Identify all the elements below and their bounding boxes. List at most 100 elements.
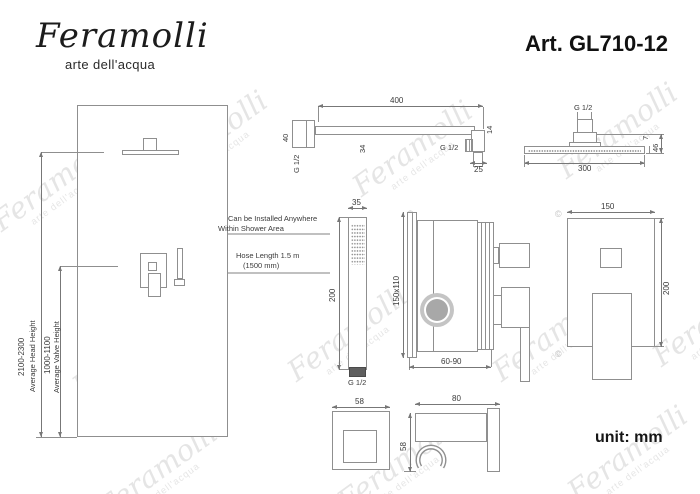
arm-length-label: 400 [390,96,404,105]
wand-length-label: 200 [328,288,337,302]
arm-flange-size-label: 40 [281,133,290,142]
holder-width-dimension-line [415,402,500,406]
trim-lever-handle [592,293,632,380]
wand-thread-label: G 1/2 [348,378,367,387]
holder-height-dimension-line [408,413,412,472]
arm-thread-label: G 1/2 [292,154,301,173]
escutcheon-size-dimension-line [332,405,390,409]
unit-label: unit: mm [595,429,663,446]
article-number: Art. GL710-12 [524,31,668,56]
valve-body [417,220,478,352]
wand-width-dimension-line [348,206,367,210]
trim-width-dimension-line [567,210,655,214]
wand-inlet-fitting [349,367,366,377]
head-thickness-dimension-line [649,146,650,153]
holder-width-label: 80 [452,394,461,403]
valve-height-text-label: Average Valve Height [52,321,61,393]
arm-end-offset-label: 25 [474,165,483,174]
note-hose-length-line1: Hose Length 1.5 m [236,251,300,260]
valve-height-reference-line [60,266,118,267]
lever-body-side [501,287,530,328]
extension-line [318,107,319,122]
brand-tagline: arte dell'acqua [65,57,156,72]
extension-line [577,112,578,120]
holder-clip-arc-inner [416,446,446,468]
valve-height-dimension-line [58,266,62,437]
arm-mid-dimension-label: 34 [358,144,367,153]
diverter-button-on-wall [148,262,157,271]
head-height-text-label: Average Head Height [28,320,37,392]
arm-threaded-fitting [465,139,473,152]
valve-body-seam-line [433,220,434,352]
head-height-label: 46 [651,143,660,152]
extension-line [483,107,484,129]
extension-line [597,134,664,135]
extension-line [646,153,664,154]
head-height-range-label: 2100-2300 [17,337,26,376]
arm-elbow [471,130,485,152]
diverter-stem [493,247,499,264]
wand-length-dimension-line [337,217,341,370]
hand-shower-on-wall [177,248,183,279]
head-thread-label: G 1/2 [574,103,593,112]
copyright-mark: © [555,209,562,219]
valve-bracket-detail-line [412,212,413,358]
copyright-mark: © [555,349,562,359]
extension-line [644,155,645,167]
valve-height-range-label: 1000-1100 [43,336,52,374]
head-thickness-label: 7 [641,135,650,140]
head-width-dimension-line [524,161,645,165]
head-height-dimension-line [659,134,663,153]
hand-shower-bracket [174,279,185,286]
head-height-reference-line [41,152,104,153]
valve-knob [426,299,448,321]
wand-spray-face [351,224,365,265]
head-width-label: 300 [578,164,592,173]
extension-line [339,217,348,218]
valve-depth-label: 60-90 [441,357,462,366]
extension-line [491,350,492,367]
valve-cartridge-line [489,222,490,350]
arm-end-offset-dimension-line [470,161,487,165]
extension-line [409,358,410,370]
valve-plate-size-label: 150x110 [392,275,401,306]
floor-reference-line [36,437,77,438]
arm-flange-detail-line [306,120,307,148]
note-hose-length-line2: (1500 mm) [243,261,280,270]
extension-line [524,155,525,167]
head-nozzle-row [528,149,641,153]
arm-bar [315,126,475,135]
valve-depth-dimension-line [409,365,491,369]
arm-length-dimension-line [318,104,483,108]
holder-wall-plate [487,408,500,472]
arm-wall-flange [292,120,315,148]
brand-logo: Feramolli [36,16,209,56]
escutcheon-inner-square [343,430,377,463]
head-inlet-neck [577,119,593,133]
holder-arm [415,413,487,442]
trim-width-label: 150 [601,202,615,211]
diverter-button-side [499,243,530,268]
valve-plate-dimension-line [401,212,405,358]
lever-handle-bar [520,327,530,382]
head-height-dimension-line [39,152,43,437]
extension-line [339,369,348,370]
valve-cartridge-line [485,222,486,350]
holder-height-label: 58 [399,442,408,451]
rain-head-profile [122,150,179,155]
trim-diverter-button [600,248,622,268]
trim-height-dimension-line [659,218,663,347]
wand-width-label: 35 [352,198,361,207]
holder-clip-arc [415,444,447,469]
trim-height-label: 200 [662,281,671,295]
note-install-anywhere-line2: Within Shower Area [218,224,284,233]
mixer-handle-on-wall [148,273,161,297]
escutcheon-size-label: 58 [355,397,364,406]
arm-outlet-drop [473,152,483,167]
arm-end-thread-label: G 1/2 [440,143,459,152]
note-install-anywhere-line1: Can be Installed Anywhere [228,214,318,223]
valve-cartridge-line [481,222,482,350]
arm-end-height-label: 14 [485,125,494,134]
